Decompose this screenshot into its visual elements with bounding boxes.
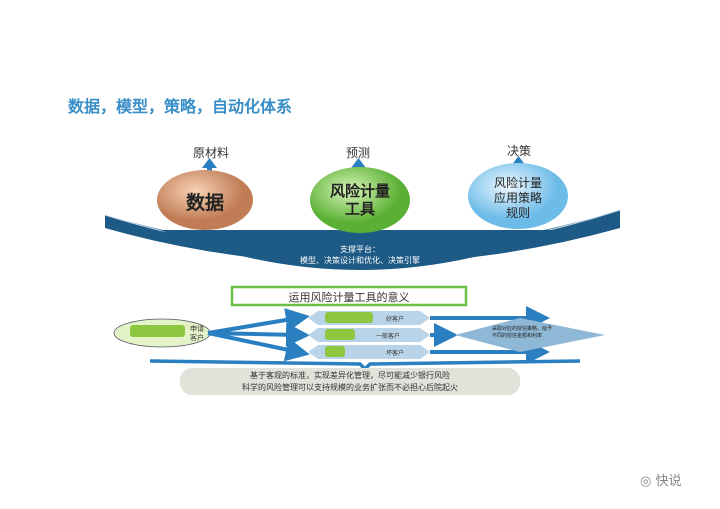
label-predict: 预测 <box>346 146 371 160</box>
node-strategy-line3: 规则 <box>505 206 530 220</box>
segment-bad: 坏客户 <box>386 350 405 357</box>
node-strategy <box>468 163 568 229</box>
bottom-heading: 运用风险计量工具的意义 <box>288 291 410 304</box>
segment-good: 好客户 <box>386 316 405 323</box>
node-data <box>157 170 253 230</box>
brace <box>149 359 581 372</box>
platform-line1: 支撑平台： <box>340 245 380 254</box>
summary-line1: 基于客观的标准，实现差异化管理，尽可能减少银行风险 <box>250 371 450 380</box>
heading-box <box>230 285 468 307</box>
node-data-label: 数据 <box>185 192 224 214</box>
node-risk-tool-line2: 工具 <box>344 200 375 218</box>
node-risk-tool <box>310 167 410 233</box>
platform-line2: 模型、决策设计和优化、决策引擎 <box>300 256 420 265</box>
chat-icon: ◎ <box>640 474 652 489</box>
outcome-shape <box>455 318 605 352</box>
people-icons <box>130 312 373 357</box>
watermark-text: 快说 <box>655 474 682 489</box>
page-title: 数据，模型，策略，自动化体系 <box>68 97 293 116</box>
node-strategy-line1: 风险计量 <box>493 176 542 190</box>
applicant-line2: 客户 <box>190 334 204 342</box>
applicant-line1: 申请 <box>190 325 204 333</box>
label-raw-material: 原材料 <box>193 146 230 160</box>
outcome-text: 采取对应的授信策略，给予不同的授信金额和利率 <box>492 326 553 339</box>
node-strategy-line2: 应用策略 <box>493 191 542 205</box>
node-risk-tool-line1: 风险计量 <box>329 182 390 200</box>
summary-line2: 科学的风险管理可以支持规模的业务扩张而不必担心后院起火 <box>242 383 458 392</box>
segment-average: 一般客户 <box>376 333 401 340</box>
summary-box <box>180 368 520 395</box>
label-decision: 决策 <box>507 144 532 158</box>
watermark: ◎ 快说 <box>640 470 682 489</box>
